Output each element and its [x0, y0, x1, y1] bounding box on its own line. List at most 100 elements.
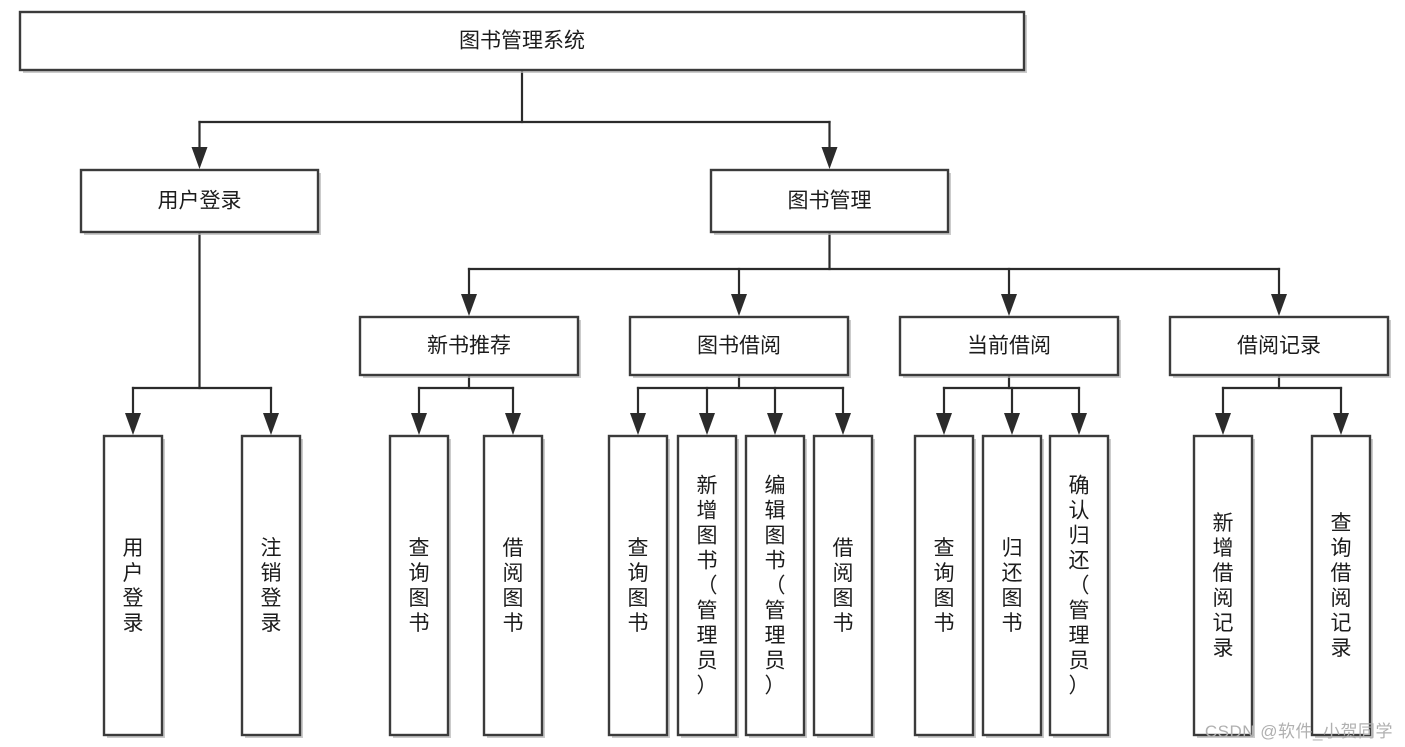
node-label-char: 书 — [409, 612, 430, 635]
node-box[interactable] — [676, 434, 738, 737]
arrow-head-icon — [191, 147, 208, 169]
node-borrow-record[interactable]: 借阅记录 — [1168, 315, 1391, 378]
node-label-char: 用 — [123, 537, 144, 560]
node-new-book-rec[interactable]: 新书推荐 — [358, 315, 581, 378]
node-label-char: 录 — [261, 612, 282, 635]
node-label-char: 阅 — [1331, 587, 1352, 610]
node-box[interactable] — [709, 168, 950, 234]
node-leaf-user-login[interactable]: 用户登录用户登录 — [102, 434, 165, 738]
node-label-char: 理 — [697, 625, 718, 648]
arrow-head-icon — [936, 413, 952, 435]
node-label-char: 询 — [934, 562, 955, 585]
nodes-layer: 图书管理系统用户登录图书管理新书推荐图书借阅当前借阅借阅记录用户登录用户登录注销… — [18, 10, 1391, 738]
node-label-char: 图 — [628, 587, 649, 610]
node-label-char: 管 — [1069, 600, 1090, 623]
node-box[interactable] — [388, 434, 450, 737]
node-label-char: 录 — [1331, 637, 1352, 660]
node-label-char: 书 — [628, 612, 649, 635]
node-label-char: 图 — [697, 525, 718, 548]
connector-group-root — [191, 68, 838, 169]
node-leaf-query-book-3[interactable]: 查询图书查询图书 — [913, 434, 976, 738]
node-box[interactable] — [1168, 315, 1390, 377]
node-label-char: 记 — [1213, 612, 1234, 635]
node-label-char: 书 — [833, 612, 854, 635]
node-leaf-query-book-1[interactable]: 查询图书查询图书 — [388, 434, 451, 738]
node-label-char: （ — [765, 575, 786, 598]
node-label-char: 查 — [628, 537, 649, 560]
node-label-char: ） — [765, 675, 786, 698]
node-label-char: 借 — [503, 537, 524, 560]
node-label-char: （ — [1069, 575, 1090, 598]
node-label: 新书推荐 — [427, 335, 511, 358]
node-current-borrow[interactable]: 当前借阅 — [898, 315, 1121, 378]
node-label-char: 员 — [765, 650, 786, 673]
node-label-char: 书 — [934, 612, 955, 635]
node-leaf-logout[interactable]: 注销登录注销登录 — [240, 434, 303, 738]
node-label-char: 销 — [261, 562, 282, 585]
node-box[interactable] — [1192, 434, 1254, 737]
node-box[interactable] — [240, 434, 302, 737]
node-box[interactable] — [1310, 434, 1372, 737]
node-leaf-return-book[interactable]: 归还图书归还图书 — [981, 434, 1044, 738]
arrow-head-icon — [505, 413, 521, 435]
node-label-char: 户 — [123, 562, 144, 585]
node-box[interactable] — [79, 168, 320, 234]
node-label: 图书管理 — [788, 190, 872, 213]
node-label: 图书管理系统 — [459, 30, 585, 53]
node-leaf-query-record[interactable]: 查询借阅记录查询借阅记录 — [1310, 434, 1373, 738]
node-label-char: 书 — [697, 550, 718, 573]
arrow-head-icon — [1004, 413, 1020, 435]
node-label-char: 录 — [1213, 637, 1234, 660]
node-label-char: 员 — [1069, 650, 1090, 673]
node-root[interactable]: 图书管理系统 — [18, 10, 1027, 73]
node-box[interactable] — [102, 434, 164, 737]
node-label-char: 理 — [1069, 625, 1090, 648]
node-label-char: 查 — [934, 537, 955, 560]
node-book-borrow[interactable]: 图书借阅 — [628, 315, 851, 378]
node-label-char: 管 — [697, 600, 718, 623]
node-label-char: 阅 — [1213, 587, 1234, 610]
node-leaf-query-book-2[interactable]: 查询图书查询图书 — [607, 434, 670, 738]
node-box[interactable] — [898, 315, 1120, 377]
connector-group-new_book_rec — [411, 373, 521, 435]
node-leaf-borrow-book-1[interactable]: 借阅图书借阅图书 — [482, 434, 545, 738]
node-label-char: 管 — [765, 600, 786, 623]
node-box[interactable] — [744, 434, 806, 737]
node-label-char: 询 — [409, 562, 430, 585]
node-box[interactable] — [18, 10, 1026, 72]
node-label: 当前借阅 — [967, 335, 1051, 358]
node-user-login[interactable]: 用户登录 — [79, 168, 321, 235]
node-label-char: 认 — [1069, 500, 1090, 523]
node-label-char: 增 — [697, 500, 718, 523]
arrow-head-icon — [1333, 413, 1349, 435]
node-label-char: 还 — [1002, 562, 1023, 585]
node-label-char: 借 — [833, 537, 854, 560]
node-leaf-add-record[interactable]: 新增借阅记录新增借阅记录 — [1192, 434, 1255, 738]
node-box[interactable] — [628, 315, 850, 377]
node-label-char: ） — [1069, 675, 1090, 698]
node-box[interactable] — [607, 434, 669, 737]
arrow-head-icon — [125, 413, 141, 435]
node-label-char: 编 — [765, 475, 786, 498]
connector-group-book_borrow — [630, 373, 851, 435]
node-box[interactable] — [913, 434, 975, 737]
node-leaf-borrow-book-2[interactable]: 借阅图书借阅图书 — [812, 434, 875, 738]
node-box[interactable] — [981, 434, 1043, 737]
arrow-head-icon — [630, 413, 646, 435]
node-box[interactable] — [358, 315, 580, 377]
node-label-char: 归 — [1002, 537, 1023, 560]
arrow-head-icon — [411, 413, 427, 435]
node-label-char: 新 — [697, 475, 718, 498]
node-box[interactable] — [482, 434, 544, 737]
node-label-char: 还 — [1069, 550, 1090, 573]
node-label-char: 书 — [503, 612, 524, 635]
node-box[interactable] — [812, 434, 874, 737]
node-box[interactable] — [1048, 434, 1110, 737]
node-book-mgmt[interactable]: 图书管理 — [709, 168, 951, 235]
node-label-char: 辑 — [765, 500, 786, 523]
